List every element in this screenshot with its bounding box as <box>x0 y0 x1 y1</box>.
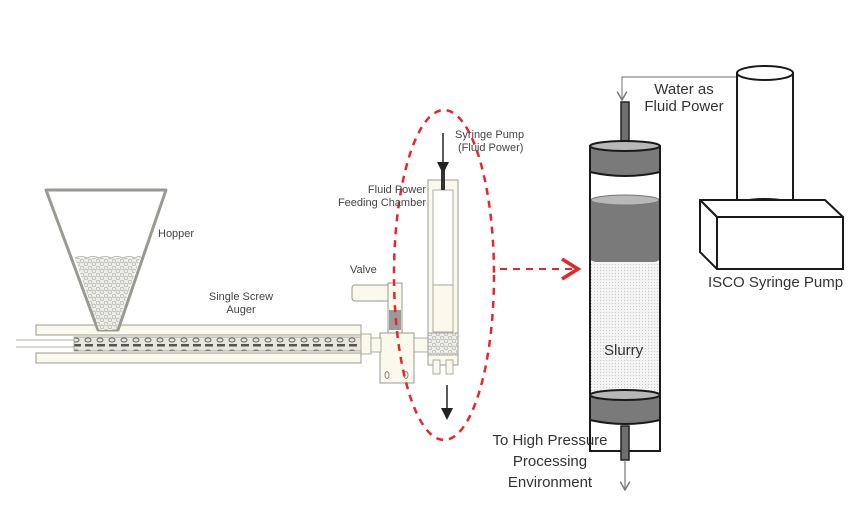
highlight-ellipse <box>392 108 496 442</box>
output-label-line2: Processing <box>512 453 588 470</box>
valve-label: Valve <box>350 264 377 276</box>
water-fluid-power-label: Water as Fluid Power <box>636 81 732 116</box>
auger-label-line1: Single Screw <box>208 291 274 303</box>
syringe-label-line2: (Fluid Power) <box>458 141 524 154</box>
feeding-chamber-label: Fluid Power Feeding Chamber <box>330 184 426 209</box>
output-label: To High Pressure Processing Environment <box>484 430 616 493</box>
water-line <box>616 76 737 102</box>
syringe-pump-label: Syringe Pump (Fluid Power) <box>455 129 524 154</box>
top-inlet-tube <box>620 101 630 145</box>
hopper-label: Hopper <box>158 228 195 240</box>
water-label-line2: Fluid Power <box>644 98 724 116</box>
output-label-line3: Environment <box>507 474 593 491</box>
auger-label: Single Screw Auger <box>201 291 281 316</box>
auger-barrel <box>16 324 372 364</box>
isco-syringe-pump <box>699 65 844 270</box>
isco-pump-label: ISCO Syringe Pump <box>708 274 844 291</box>
auger-label-line2: Auger <box>226 303 256 316</box>
chamber-label-line2: Feeding Chamber <box>337 196 426 209</box>
slurry-cylinder <box>589 101 661 492</box>
feeding-chamber <box>427 133 459 420</box>
screw-shaft <box>73 336 365 352</box>
hopper <box>44 188 168 332</box>
valve <box>351 282 431 384</box>
slurry-label: Slurry <box>604 342 644 359</box>
bottom-outlet-tube <box>620 425 630 461</box>
chamber-label-line1: Fluid Power <box>367 184 426 196</box>
syringe-label-line1: Syringe Pump <box>455 129 525 141</box>
water-label-line1: Water as <box>654 81 714 98</box>
output-label-line1: To High Pressure <box>492 432 608 449</box>
